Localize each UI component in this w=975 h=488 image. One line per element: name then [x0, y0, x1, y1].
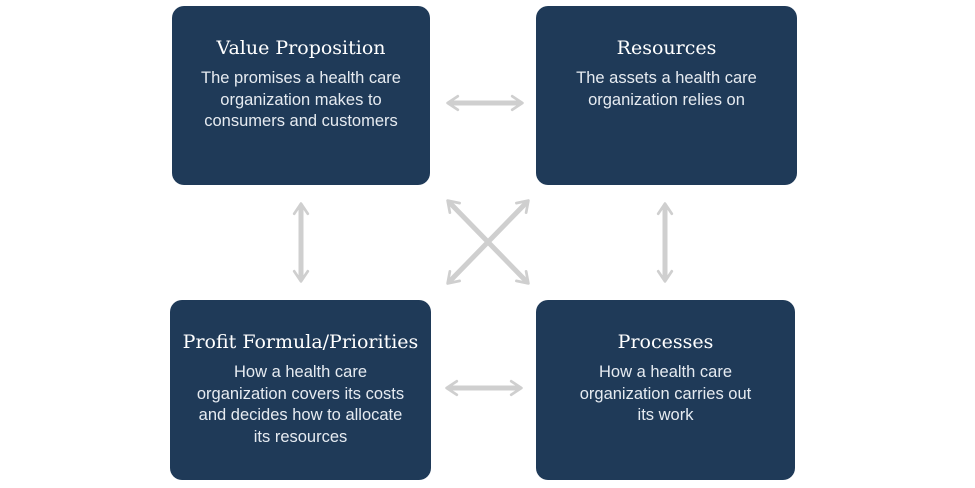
resources-box: Resources The assets a health care organ… [536, 6, 797, 185]
value-proposition-box: Value Proposition The promises a health … [172, 6, 430, 185]
processes-description: How a health care organization carries o… [579, 363, 752, 424]
profit-formula-title: Profit Formula/Priorities [182, 331, 419, 353]
resources-description: The assets a health care organization re… [576, 69, 757, 109]
processes-box: Processes How a health care organization… [536, 300, 795, 480]
value-proposition-description: The promises a health care organization … [201, 69, 401, 130]
profit-formula-description: How a health care organization covers it… [196, 363, 405, 446]
value-proposition-title: Value Proposition [216, 37, 386, 59]
double-arrow-diagonal-icon [446, 199, 530, 285]
profit-formula-box: Profit Formula/Priorities How a health c… [170, 300, 431, 480]
resources-title: Resources [616, 37, 717, 59]
processes-title: Processes [617, 331, 714, 353]
